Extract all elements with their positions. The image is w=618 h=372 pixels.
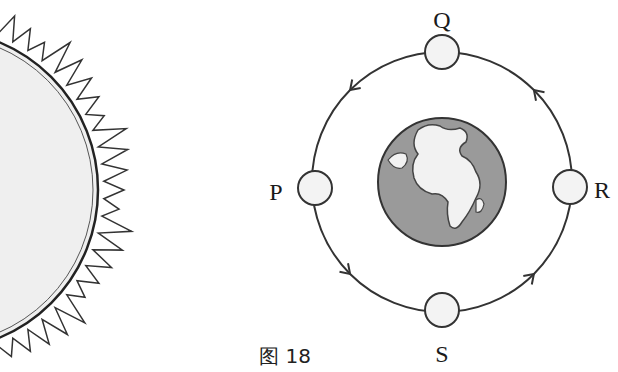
moon-position-label: Q: [433, 8, 450, 32]
moon-position-label: S: [435, 342, 448, 366]
moon-position-label: P: [269, 180, 282, 204]
orbit-arrow: [350, 80, 361, 91]
orbit-arrows: [340, 80, 545, 285]
orbit-arrow: [534, 90, 545, 101]
moon-orbit: [312, 52, 572, 312]
moons: [298, 35, 587, 327]
moon-position-label: R: [594, 178, 610, 202]
earth: [378, 118, 506, 246]
figure-caption: 图 18: [259, 346, 311, 366]
orbit-arrow: [340, 263, 351, 274]
orbit-arrow: [523, 274, 534, 285]
sun: [0, 16, 132, 356]
